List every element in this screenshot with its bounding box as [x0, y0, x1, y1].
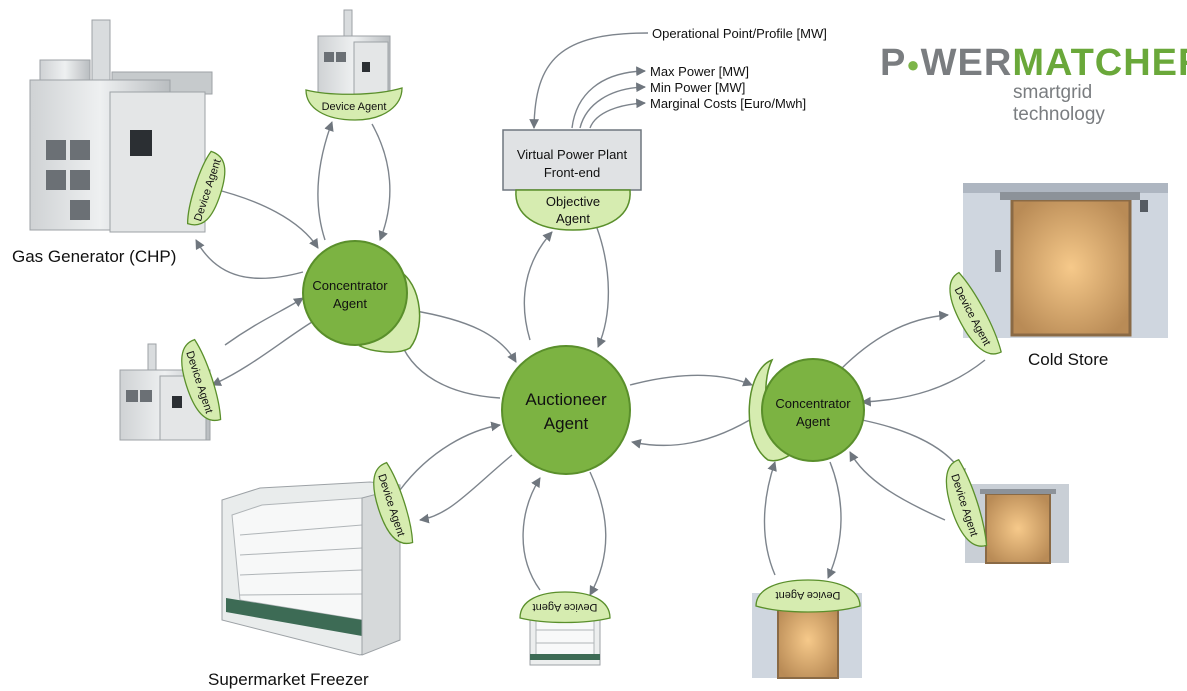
arrow-concl-to-auctioneer [409, 309, 517, 363]
virtual-power-plant: Virtual Power Plant Front-end Objective … [502, 129, 642, 231]
arrow-bottomdoor-to-concr [763, 461, 777, 576]
arrow-topdevice-to-concl [371, 123, 391, 241]
input-max-power: Max Power [MW] [650, 64, 749, 79]
logo-brand-wer: WER [920, 42, 1013, 84]
arrow-concr-to-bottomdoor [827, 461, 842, 579]
arrow-min-power [579, 82, 646, 129]
device-agent-smallfreezer: Device Agent [519, 591, 611, 624]
arrow-objective-to-auctioneer [596, 227, 610, 348]
arrow-concl-to-topdevice [317, 121, 334, 241]
device-agent-top [305, 87, 403, 121]
arrow-smalldoor-to-concr [849, 451, 946, 521]
auctioneer-agent: Auctioneer Agent [501, 345, 631, 475]
arrow-concl-to-smallgen [211, 321, 313, 386]
device-agent-tabs: Device Agent Device Agent Device Agent D… [181, 87, 1002, 624]
objective-line1: Objective [546, 194, 600, 209]
logo-tagline: smartgrid technology [1013, 82, 1105, 125]
caption-gas-generator: Gas Generator (CHP) [12, 247, 176, 266]
arrow-marginal-costs [589, 98, 646, 129]
concentrator-left-line1: Concentrator [312, 278, 388, 293]
arrow-operational-point [529, 32, 649, 129]
concentrator-agent-right: Concentrator Agent [748, 358, 865, 462]
powermatcher-logo: P●WERMATCHER smartgrid technology [880, 42, 1187, 125]
logo-brand-matcher: MATCHER [1012, 42, 1187, 84]
input-min-power: Min Power [MW] [650, 80, 745, 95]
arrow-auctioneer-to-freezer [419, 454, 513, 524]
device-agent-bottomdoor-label: Device Agent [776, 589, 841, 601]
logo-brand-p: P [880, 42, 907, 84]
input-operational-point: Operational Point/Profile [MW] [652, 26, 827, 41]
top-device-image [317, 9, 391, 97]
caption-supermarket-freezer: Supermarket Freezer [208, 670, 369, 689]
device-agent-bottomdoor: Device Agent [755, 579, 861, 613]
concentrator-left-line2: Agent [333, 296, 367, 311]
arrow-concr-to-coldstore [839, 310, 949, 371]
vpp-line1: Virtual Power Plant [517, 147, 628, 162]
caption-cold-store: Cold Store [1028, 350, 1108, 369]
device-agent-top-label: Device Agent [322, 101, 387, 113]
arrow-smallfreezer-to-auctioneer [522, 477, 541, 591]
logo-brand-dot: ● [906, 51, 921, 77]
auctioneer-line2: Agent [544, 414, 589, 433]
arrow-freezer-to-auctioneer [399, 421, 501, 491]
gas-generator-image [29, 19, 213, 233]
auctioneer-line1: Auctioneer [525, 390, 607, 409]
arrow-concr-to-auctioneer [631, 414, 759, 449]
concentrator-agent-left: Concentrator Agent [302, 240, 421, 353]
concentrator-right-line2: Agent [796, 414, 830, 429]
arrow-auctioneer-to-concr [629, 374, 753, 387]
objective-line2: Agent [556, 211, 590, 226]
arrow-auctioneer-to-smallfreezer [589, 471, 607, 596]
input-marginal-costs: Marginal Costs [Euro/Mwh] [650, 96, 806, 111]
arrow-coldstore-to-concr [861, 359, 986, 407]
vpp-line2: Front-end [544, 165, 600, 180]
concentrator-right-line1: Concentrator [775, 396, 851, 411]
arrow-smallgen-to-concl [224, 297, 304, 346]
device-agent-smallgen: Device Agent [181, 338, 222, 422]
cold-store-image [963, 183, 1168, 338]
arrow-max-power [571, 66, 646, 129]
arrow-gas-to-concl [209, 187, 319, 249]
device-agent-smallfreezer-label: Device Agent [533, 601, 598, 613]
arrow-concl-to-gas [195, 239, 304, 280]
arrow-auctioneer-to-objective [523, 231, 553, 341]
objective-agent [515, 189, 631, 231]
supermarket-freezer-image [221, 481, 401, 656]
